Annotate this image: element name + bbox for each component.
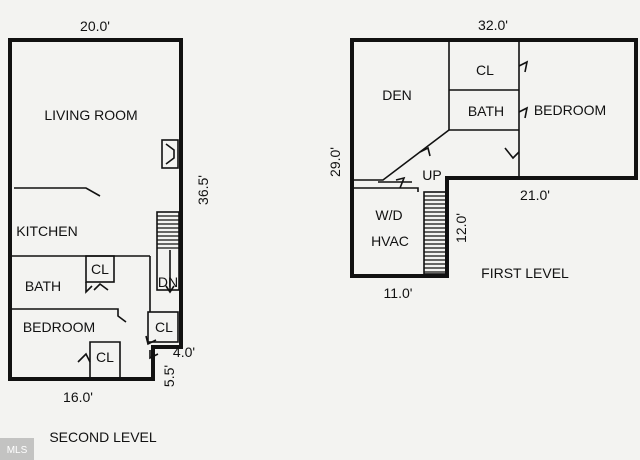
stairs-dn-label: DN — [158, 274, 178, 290]
room-bedroom-first: BEDROOM — [534, 102, 606, 118]
den-diagonal-wall — [354, 129, 450, 181]
bath-closet — [85, 255, 115, 283]
hall-closet — [147, 311, 179, 343]
first-level-dim-stair: 12.0' — [453, 213, 469, 243]
bath-door-swing — [85, 282, 93, 294]
fireplace — [161, 139, 179, 169]
room-bath-first: BATH — [468, 103, 504, 119]
living-kitchen-partition — [14, 187, 101, 197]
room-bath-second: BATH — [25, 278, 61, 294]
fireplace-detail — [165, 143, 175, 165]
first-level-dim-top: 32.0' — [478, 17, 508, 33]
first-level-dim-inner: 21.0' — [520, 187, 550, 203]
second-level-dim-notch-v: 5.5' — [161, 365, 177, 387]
room-bath-closet: CL — [91, 261, 109, 277]
notch-door — [149, 350, 159, 360]
mls-watermark-text: MLS — [7, 445, 28, 456]
stairs-up — [423, 191, 447, 275]
first-level-plan: 32.0' 29.0' 21.0' 12.0' 11.0' DEN CL BAT… — [327, 17, 638, 301]
second-level-plan: 20.0' 36.5' 16.0' 4.0' 5.5' LIVING ROOM … — [8, 18, 211, 445]
second-level-title: SECOND LEVEL — [49, 429, 157, 445]
room-living-room: LIVING ROOM — [44, 107, 137, 123]
room-hvac: HVAC — [371, 233, 409, 249]
bath-closet-door — [93, 282, 109, 291]
den-door — [419, 146, 431, 157]
closet-door-first — [518, 60, 529, 73]
utility-wall — [354, 187, 419, 192]
second-level-dim-top: 20.0' — [80, 18, 110, 34]
bedroom-door-swing — [77, 352, 91, 363]
bedroom-door-first — [504, 147, 520, 160]
first-level-dim-bottom: 11.0' — [384, 285, 413, 301]
room-hall-closet: CL — [155, 319, 173, 335]
room-den: DEN — [382, 87, 412, 103]
bath-bedroom-wall — [12, 308, 127, 323]
first-level-dim-left: 29.0' — [327, 147, 343, 177]
room-kitchen: KITCHEN — [16, 223, 77, 239]
first-level-outer-wall — [350, 38, 638, 278]
first-level-title: FIRST LEVEL — [481, 265, 569, 281]
room-wd: W/D — [375, 207, 402, 223]
second-level-dim-right: 36.5' — [195, 175, 211, 205]
mls-watermark: MLS — [0, 438, 34, 460]
second-level-dim-bottom: 16.0' — [63, 389, 93, 405]
second-level-outer-wall — [8, 38, 183, 381]
bath-door-first — [518, 106, 529, 119]
room-bedroom-closet: CL — [96, 349, 114, 365]
second-level-dim-notch-h: 4.0' — [173, 344, 195, 360]
stairs-down — [156, 211, 180, 294]
utility-door — [395, 176, 406, 189]
stairs-up-label: UP — [422, 167, 441, 183]
hall-closet-door — [145, 335, 157, 346]
room-closet-first: CL — [476, 62, 494, 78]
room-bedroom-second: BEDROOM — [23, 319, 95, 335]
